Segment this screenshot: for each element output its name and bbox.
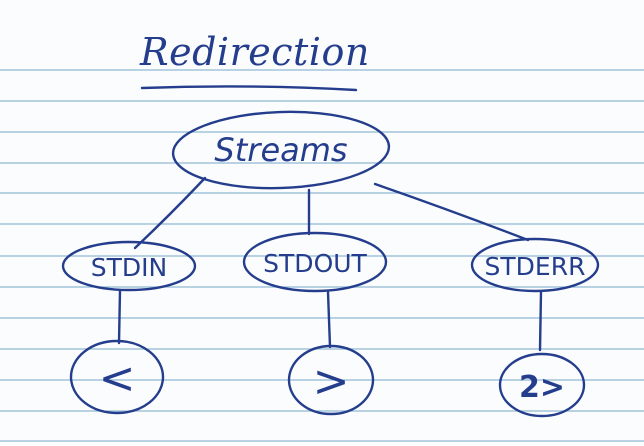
- stream-node-stdin-ellipse: [61, 240, 197, 292]
- stream-node-stdin-label: STDIN: [91, 253, 167, 282]
- root-node-label: Streams: [214, 131, 347, 169]
- connector-stdin-op: [117, 288, 122, 345]
- stream-node-stderr-label: STDERR: [485, 252, 586, 281]
- root-node-ellipse: [171, 110, 391, 190]
- stream-node-stderr-ellipse: [470, 237, 600, 293]
- connector-stderr-op: [538, 290, 543, 352]
- stream-node-stdout-ellipse: [242, 231, 388, 293]
- operator-node-stdout-circle: [287, 344, 375, 416]
- connector-stdout-op: [326, 290, 332, 349]
- ruled-lines: [0, 69, 644, 442]
- stream-node-stdout-label: STDOUT: [263, 249, 367, 278]
- operator-node-stderr-circle: [498, 352, 586, 418]
- connector-root-stderr: [373, 182, 530, 242]
- operator-stderr-label: 2>: [519, 370, 565, 405]
- title-underline: [140, 85, 358, 92]
- connector-root-stdin: [133, 176, 207, 250]
- page-title: Redirection: [140, 30, 370, 74]
- operator-node-stdin-circle: [69, 339, 165, 415]
- operator-stdin-label: <: [99, 353, 136, 404]
- operator-stdout-label: >: [313, 356, 350, 407]
